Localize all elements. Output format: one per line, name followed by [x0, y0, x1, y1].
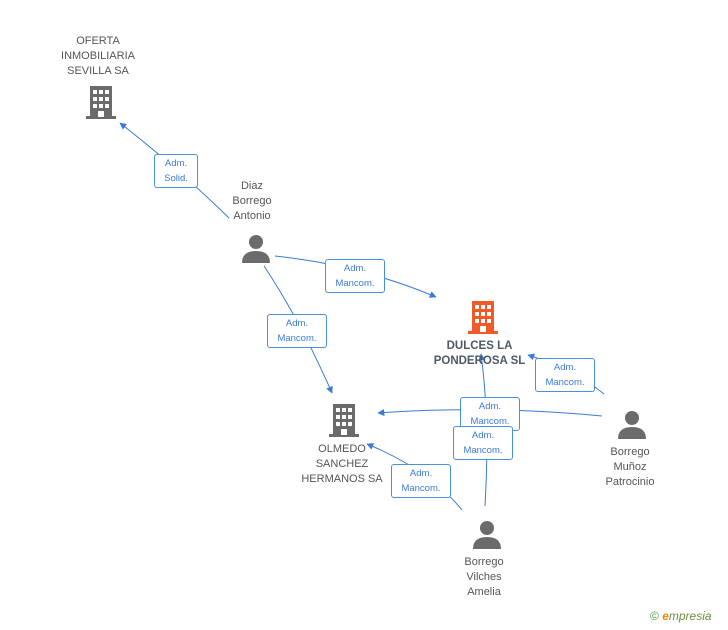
edge-label-diaz-olmedo: Adm. Mancom.	[267, 314, 327, 348]
node-label-diaz[interactable]: Diaz Borrego Antonio	[232, 180, 272, 222]
edge-label-diaz-oferta: Adm. Solid.	[154, 154, 198, 188]
empresia-logo[interactable]: © empresia	[650, 609, 712, 623]
edge-label-munoz-olmedo: Adm. Mancom.	[460, 397, 520, 431]
person-icon[interactable]	[472, 520, 502, 550]
node-label-oferta[interactable]: OFERTA INMOBILIARIA SEVILLA SA	[61, 35, 135, 77]
person-icon[interactable]	[241, 234, 271, 264]
edge-label-vilches-olmedo: Adm. Mancom.	[391, 464, 451, 498]
edge-label-munoz-dulces: Adm. Mancom.	[535, 358, 595, 392]
edge-label-diaz-dulces: Adm. Mancom.	[325, 259, 385, 293]
edge-label-vilches-dulces: Adm. Mancom.	[453, 426, 513, 460]
node-label-munoz[interactable]: Borrego Muñoz Patrocinio	[605, 446, 655, 488]
building-icon[interactable]	[328, 403, 360, 437]
building-main-icon[interactable]	[467, 300, 499, 334]
brand-initial: e	[662, 609, 669, 623]
copyright-symbol: ©	[650, 609, 659, 623]
node-label-dulces[interactable]: DULCES LA PONDEROSA SL	[433, 340, 526, 367]
building-icon[interactable]	[85, 85, 117, 119]
person-icon[interactable]	[617, 410, 647, 440]
node-label-vilches[interactable]: Borrego Vilches Amelia	[464, 556, 504, 598]
node-label-olmedo[interactable]: OLMEDO SANCHEZ HERMANOS SA	[301, 443, 383, 485]
brand-name: mpresia	[668, 609, 712, 623]
